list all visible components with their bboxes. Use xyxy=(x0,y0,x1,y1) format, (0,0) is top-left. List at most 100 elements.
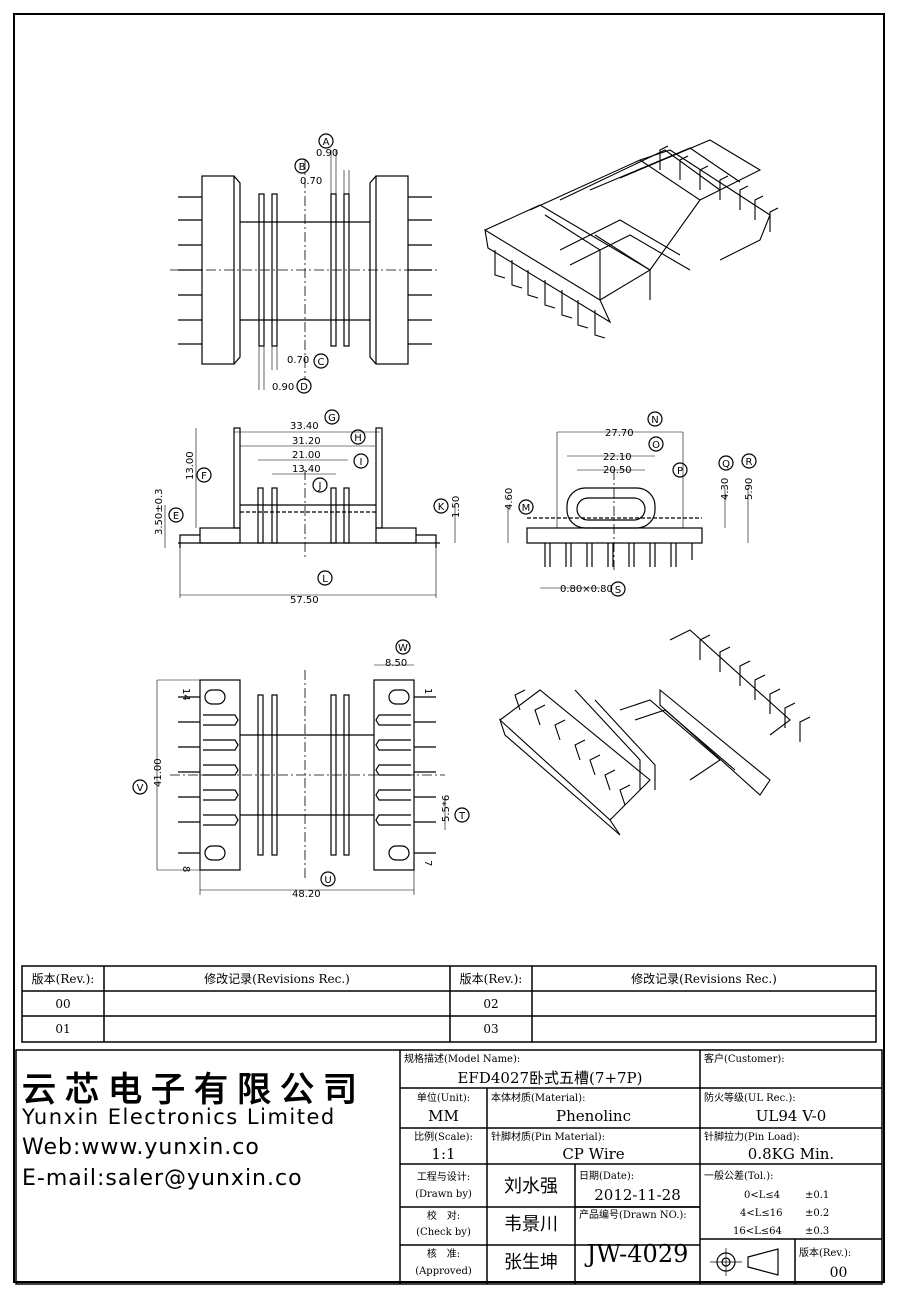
pin-8: 8 xyxy=(180,866,191,872)
label-m: M xyxy=(522,503,531,514)
label-g: G xyxy=(328,413,336,424)
dim-b: 0.70 xyxy=(300,176,322,187)
dim-u: 48.20 xyxy=(292,889,321,900)
title-block-grid xyxy=(15,1049,883,1285)
dim-r: 5.90 xyxy=(744,478,755,500)
unit-label: 单位(Unit): xyxy=(416,1093,471,1104)
label-t: T xyxy=(458,811,466,822)
dim-g: 33.40 xyxy=(290,421,319,432)
approved-label-cn: 核 准: xyxy=(426,1249,461,1260)
callout-letters: A B C D G H I J F E K L N O P Q R M S W … xyxy=(137,137,753,886)
label-e: E xyxy=(173,511,179,522)
label-b: B xyxy=(299,162,306,173)
rev-row-2-b: 03 xyxy=(483,1022,499,1036)
date-label: 日期(Date): xyxy=(579,1171,635,1182)
date-value: 2012-11-28 xyxy=(594,1186,681,1204)
label-d: D xyxy=(300,382,308,393)
check-by-value: 韦景川 xyxy=(504,1214,558,1235)
company-name-cn: 云芯电子有限公司 xyxy=(22,1070,366,1110)
dim-k: 1.50 xyxy=(451,496,462,518)
label-l: L xyxy=(322,574,328,585)
dim-s: 0.80×0.80 xyxy=(560,584,613,595)
approved-by-value: 张生坤 xyxy=(504,1252,558,1273)
dim-n: 27.70 xyxy=(605,428,634,439)
revisions-table xyxy=(21,965,877,1043)
dim-w: 8.50 xyxy=(385,658,407,669)
rev-row-1-b: 02 xyxy=(483,997,499,1011)
label-u: U xyxy=(324,875,331,886)
isometric-view-bottom xyxy=(498,629,811,836)
company-web: Web:www.yunxin.co xyxy=(22,1135,260,1160)
check-label-cn: 校 对: xyxy=(426,1211,461,1222)
dim-o: 22.10 xyxy=(603,452,632,463)
dim-c: 0.70 xyxy=(287,355,309,366)
drawing-border xyxy=(13,13,885,1283)
company-name-en: Yunxin Electronics Limited xyxy=(22,1105,336,1129)
tol-range-1: 0<L≤4 xyxy=(744,1190,781,1201)
material-value: Phenolinc xyxy=(556,1107,631,1125)
rev-row-2: 01 xyxy=(55,1022,71,1036)
model-label: 规格描述(Model Name): xyxy=(404,1054,521,1065)
dimension-values: 0.90 0.70 0.70 0.90 33.40 31.20 21.00 13… xyxy=(153,148,755,900)
label-r: R xyxy=(746,457,753,468)
pin-material-label: 针脚材质(Pin Material): xyxy=(491,1132,605,1143)
pin-material-value: CP Wire xyxy=(562,1145,625,1163)
tol-value-2: ±0.2 xyxy=(805,1208,830,1219)
projection-symbol xyxy=(710,1248,779,1276)
dim-t: 5.5*6 xyxy=(441,795,452,822)
drawn-by-value: 刘水强 xyxy=(504,1176,558,1197)
tol-range-3: 16<L≤64 xyxy=(733,1226,782,1237)
front-view-top xyxy=(170,133,440,394)
label-v: V xyxy=(137,783,144,794)
label-o: O xyxy=(652,440,660,451)
pin-14: 14 xyxy=(180,688,191,701)
isometric-view-top xyxy=(484,139,779,339)
ul-value: UL94 V-0 xyxy=(755,1107,827,1125)
approved-label-en: (Approved) xyxy=(415,1266,472,1277)
dim-v: 41.00 xyxy=(153,758,164,787)
drawn-no-label: 产品编号(Drawn NO.): xyxy=(579,1210,687,1221)
dim-h: 31.20 xyxy=(292,436,321,447)
tol-value-3: ±0.3 xyxy=(805,1226,830,1237)
side-view xyxy=(164,409,456,598)
drawn-label-en: (Drawn by) xyxy=(415,1189,472,1200)
scale-label: 比例(Scale): xyxy=(414,1132,473,1143)
label-f: F xyxy=(201,471,207,482)
rec-header-2: 修改记录(Revisions Rec.) xyxy=(631,972,777,986)
customer-label: 客户(Customer): xyxy=(704,1054,785,1065)
tol-range-2: 4<L≤16 xyxy=(740,1208,783,1219)
ul-label: 防火等级(UL Rec.): xyxy=(704,1093,796,1104)
dim-j: 13.40 xyxy=(292,464,321,475)
label-a: A xyxy=(323,137,330,148)
label-j: J xyxy=(318,481,322,492)
dim-e: 3.50±0.3 xyxy=(154,488,165,535)
bottom-view xyxy=(132,639,470,895)
technical-drawing: A B C D G H I J F E K L N O P Q R M S W … xyxy=(132,133,811,900)
dim-a: 0.90 xyxy=(316,148,338,159)
pin-1: 1 xyxy=(422,688,433,694)
rev-header: 版本(Rev.): xyxy=(31,972,95,986)
end-view xyxy=(507,411,757,597)
drawn-no-value: JW-4029 xyxy=(586,1240,689,1268)
rev-row-1: 00 xyxy=(55,997,71,1011)
label-k: K xyxy=(438,502,445,513)
dim-l: 57.50 xyxy=(290,595,319,606)
rev-header-2: 版本(Rev.): xyxy=(459,972,523,986)
label-s: S xyxy=(615,585,621,596)
material-label: 本体材质(Material): xyxy=(491,1093,586,1104)
dim-p: 20.50 xyxy=(603,465,632,476)
unit-value: MM xyxy=(428,1107,459,1125)
model-value: EFD4027卧式五槽(7+7P) xyxy=(457,1069,643,1087)
company-email: E-mail:saler@yunxin.co xyxy=(22,1166,303,1191)
pin-load-value: 0.8KG Min. xyxy=(747,1145,835,1163)
dim-f: 13.00 xyxy=(185,451,196,480)
label-c: C xyxy=(318,357,325,368)
label-n: N xyxy=(651,415,658,426)
scale-value: 1:1 xyxy=(431,1145,456,1163)
check-label-en: (Check by) xyxy=(416,1227,471,1238)
label-p: P xyxy=(677,466,683,477)
dim-m: 4.60 xyxy=(504,488,515,510)
dim-d: 0.90 xyxy=(272,382,294,393)
tolerance-label: 一般公差(Tol.): xyxy=(704,1171,774,1182)
rev-value: 00 xyxy=(829,1265,848,1281)
